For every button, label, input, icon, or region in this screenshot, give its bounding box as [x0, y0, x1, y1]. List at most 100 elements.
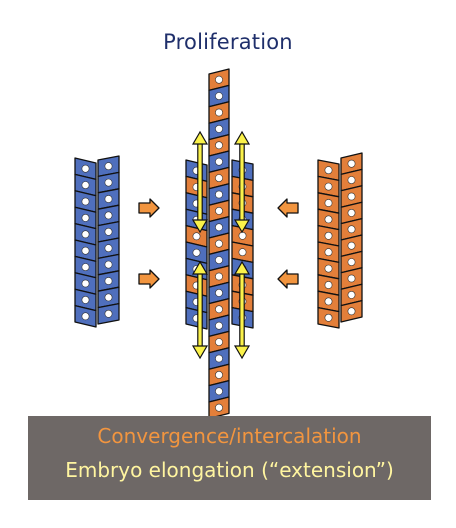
inward-arrow-icon [277, 198, 299, 218]
cell-nucleus [347, 258, 356, 266]
cell-nucleus [215, 321, 223, 330]
cell-nucleus [192, 248, 201, 257]
cell [74, 173, 97, 197]
cell [231, 224, 254, 247]
cell [317, 208, 340, 231]
cell-nucleus [215, 387, 223, 396]
elongation-arrow-icon [191, 130, 209, 234]
cell-nucleus [81, 164, 90, 173]
cell-nucleus [215, 256, 223, 264]
arrow-head-down [233, 219, 251, 234]
cell-nucleus [215, 206, 223, 215]
cell-nucleus [215, 354, 223, 363]
cell-nucleus [324, 231, 333, 240]
cell-nucleus [324, 313, 333, 322]
caption-box: Convergence/intercalation Embryo elongat… [28, 416, 431, 500]
cell [317, 306, 340, 329]
cell-nucleus [215, 223, 223, 232]
cell-nucleus [215, 190, 223, 199]
inward-arrow-icon [138, 198, 160, 218]
cell-nucleus [347, 159, 356, 168]
cell-nucleus [215, 174, 223, 182]
cell-nucleus [215, 157, 223, 166]
cell [340, 168, 363, 192]
cell-nucleus [104, 244, 113, 253]
left-column-1 [74, 157, 97, 328]
elongation-arrow-icon [191, 260, 209, 360]
cell-nucleus [347, 241, 356, 250]
center-column-left [185, 159, 208, 330]
cell-nucleus [215, 403, 223, 412]
cell [317, 224, 340, 247]
cell-nucleus [347, 176, 356, 184]
cell-nucleus [81, 197, 90, 206]
arrow-head-up [233, 260, 251, 275]
cell-nucleus [81, 181, 90, 189]
cell-nucleus [192, 232, 201, 241]
cell [97, 253, 120, 276]
cell [208, 150, 230, 174]
cell-nucleus [215, 108, 223, 117]
cell-nucleus [238, 248, 247, 257]
cell-nucleus [347, 307, 356, 316]
cell [208, 396, 230, 420]
cell-nucleus [215, 305, 223, 314]
arrow-head-down [191, 345, 209, 360]
cell [208, 281, 230, 305]
cell-nucleus [347, 290, 356, 299]
elongation-arrow-icon [233, 260, 251, 360]
cell-nucleus [104, 277, 113, 285]
cell-nucleus [215, 141, 223, 150]
cell-nucleus [104, 293, 113, 302]
caption-elongation: Embryo elongation (“extension”) [65, 458, 394, 482]
cell-nucleus [215, 75, 223, 84]
cell-nucleus [215, 338, 223, 346]
cell [74, 222, 97, 246]
cell [340, 217, 363, 241]
arrow-head-down [191, 219, 209, 234]
cell [340, 299, 363, 323]
right-column-2 [340, 152, 363, 323]
cell-nucleus [215, 239, 223, 248]
page-title: Proliferation [163, 30, 293, 54]
cell [97, 220, 120, 243]
cell [97, 302, 120, 325]
cell [208, 133, 230, 157]
cell-nucleus [215, 92, 223, 100]
cell [208, 248, 230, 272]
cell-nucleus [81, 230, 90, 239]
arrow-head-up [191, 130, 209, 145]
cell-nucleus [104, 211, 113, 220]
cell-nucleus [215, 124, 223, 133]
cell-nucleus [81, 246, 90, 255]
cell-nucleus [215, 370, 223, 379]
cell-nucleus [104, 178, 113, 187]
cell-nucleus [104, 227, 113, 236]
cell-nucleus [324, 264, 333, 273]
cell-nucleus [324, 215, 333, 224]
cell-nucleus [81, 279, 90, 288]
cell-nucleus [324, 281, 333, 289]
cell-nucleus [104, 260, 113, 269]
elongation-arrow-icon [233, 130, 251, 234]
cell-nucleus [81, 213, 90, 222]
cell-nucleus [104, 195, 113, 203]
arrow-head-up [233, 130, 251, 145]
cell-nucleus [324, 199, 333, 207]
cell-nucleus [81, 263, 90, 271]
cell [97, 286, 120, 309]
cell-nucleus [324, 166, 333, 175]
cell-nucleus [104, 162, 113, 171]
cell-nucleus [324, 248, 333, 257]
cell-nucleus [324, 182, 333, 191]
cell-nucleus [215, 272, 223, 281]
inward-arrow-icon [138, 269, 160, 289]
cell [208, 265, 230, 288]
cell-nucleus [347, 192, 356, 201]
arrow-head-up [191, 260, 209, 275]
cell [208, 199, 230, 223]
cell-nucleus [81, 312, 90, 321]
cell-nucleus [347, 208, 356, 217]
left-column-2 [97, 155, 120, 325]
